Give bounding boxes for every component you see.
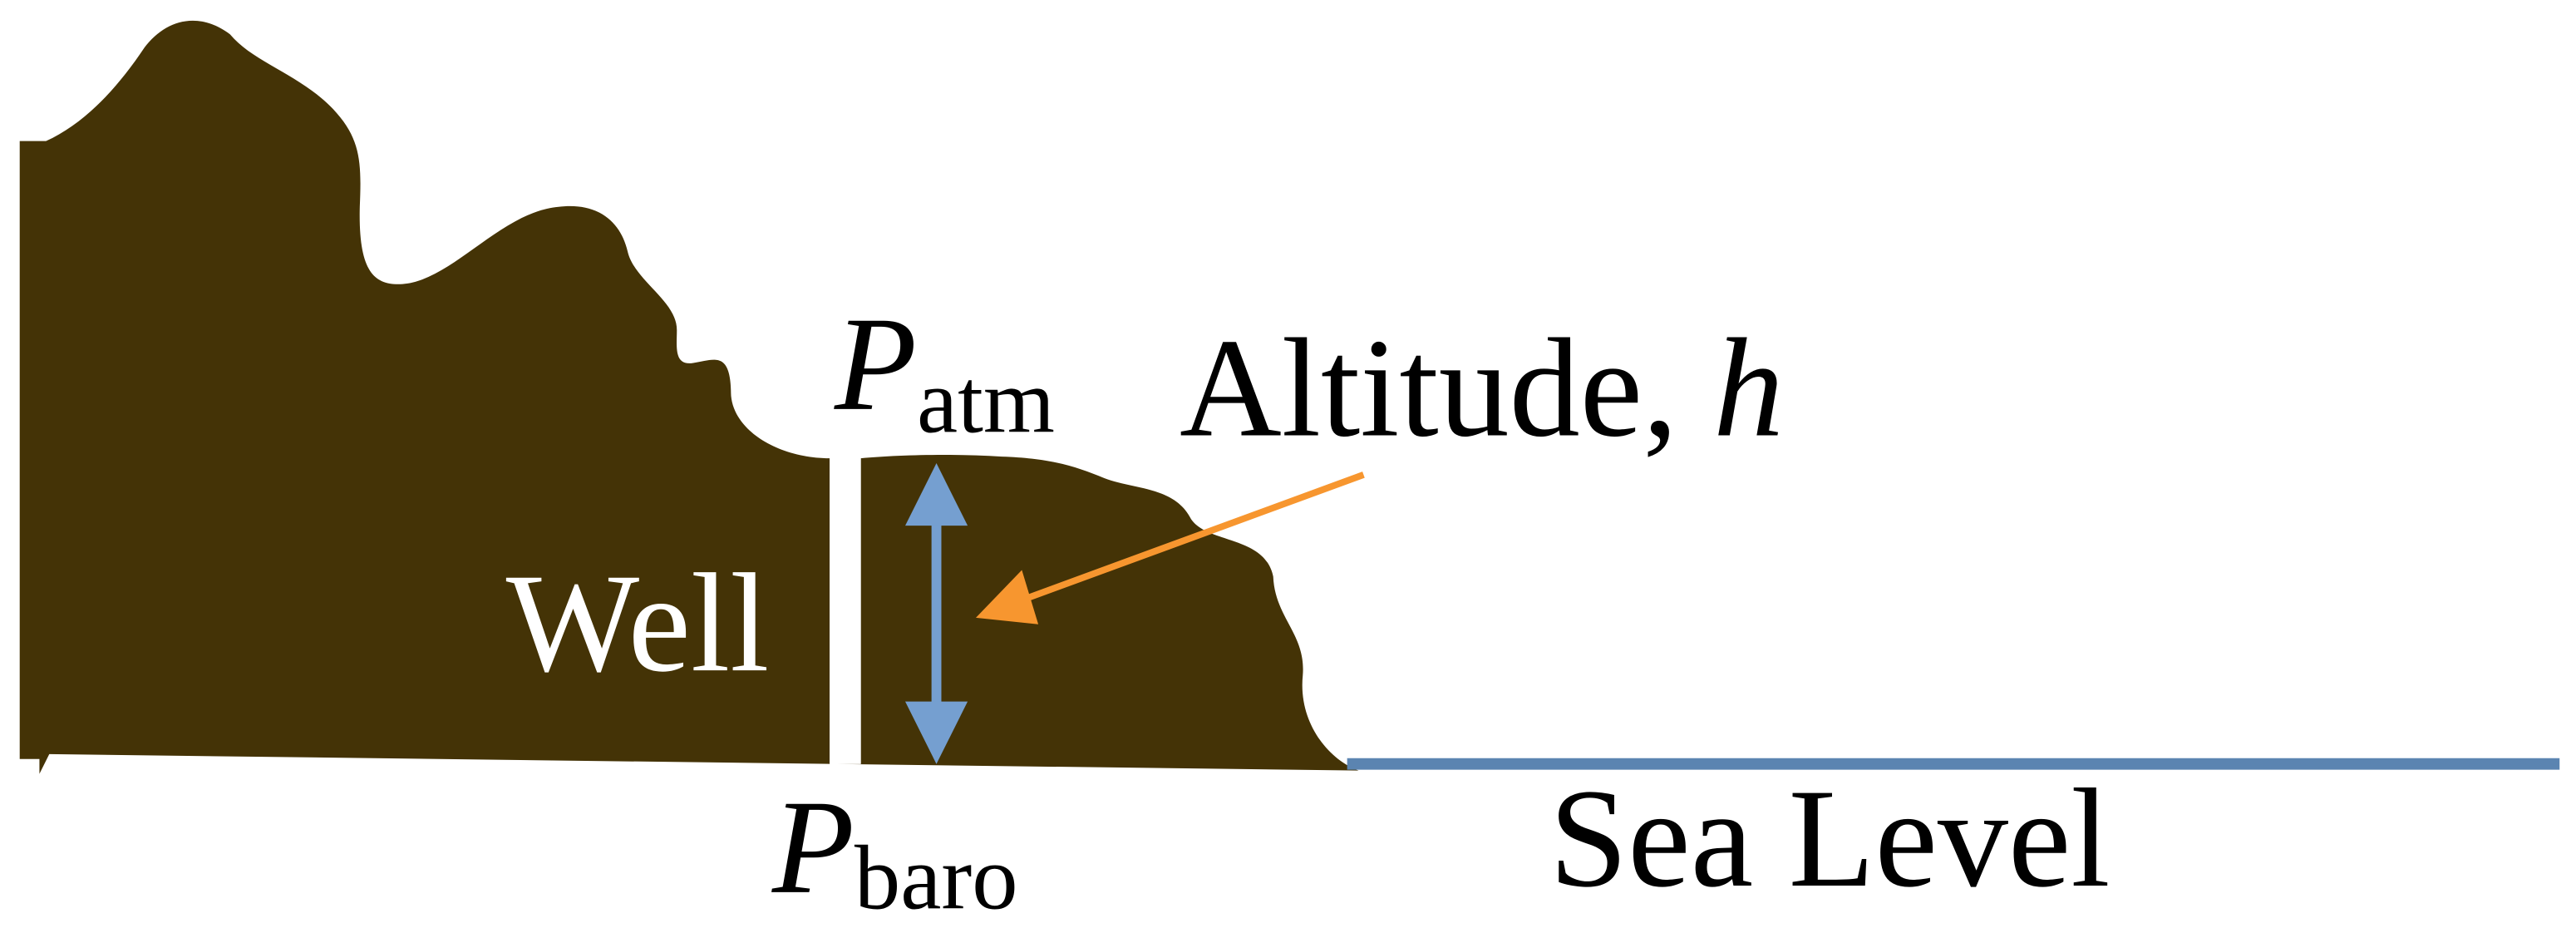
p-atm-label: Patm — [834, 290, 1055, 452]
altitude-label: Altitude, h — [1180, 309, 1784, 466]
p-baro-label: Pbaro — [771, 773, 1018, 929]
pointer-arrow — [975, 471, 1365, 624]
sea-level-label: Sea Level — [1549, 760, 2111, 916]
well-label: Well — [506, 545, 770, 701]
altitude-double-arrow — [904, 463, 968, 764]
well-shaft — [830, 458, 861, 764]
